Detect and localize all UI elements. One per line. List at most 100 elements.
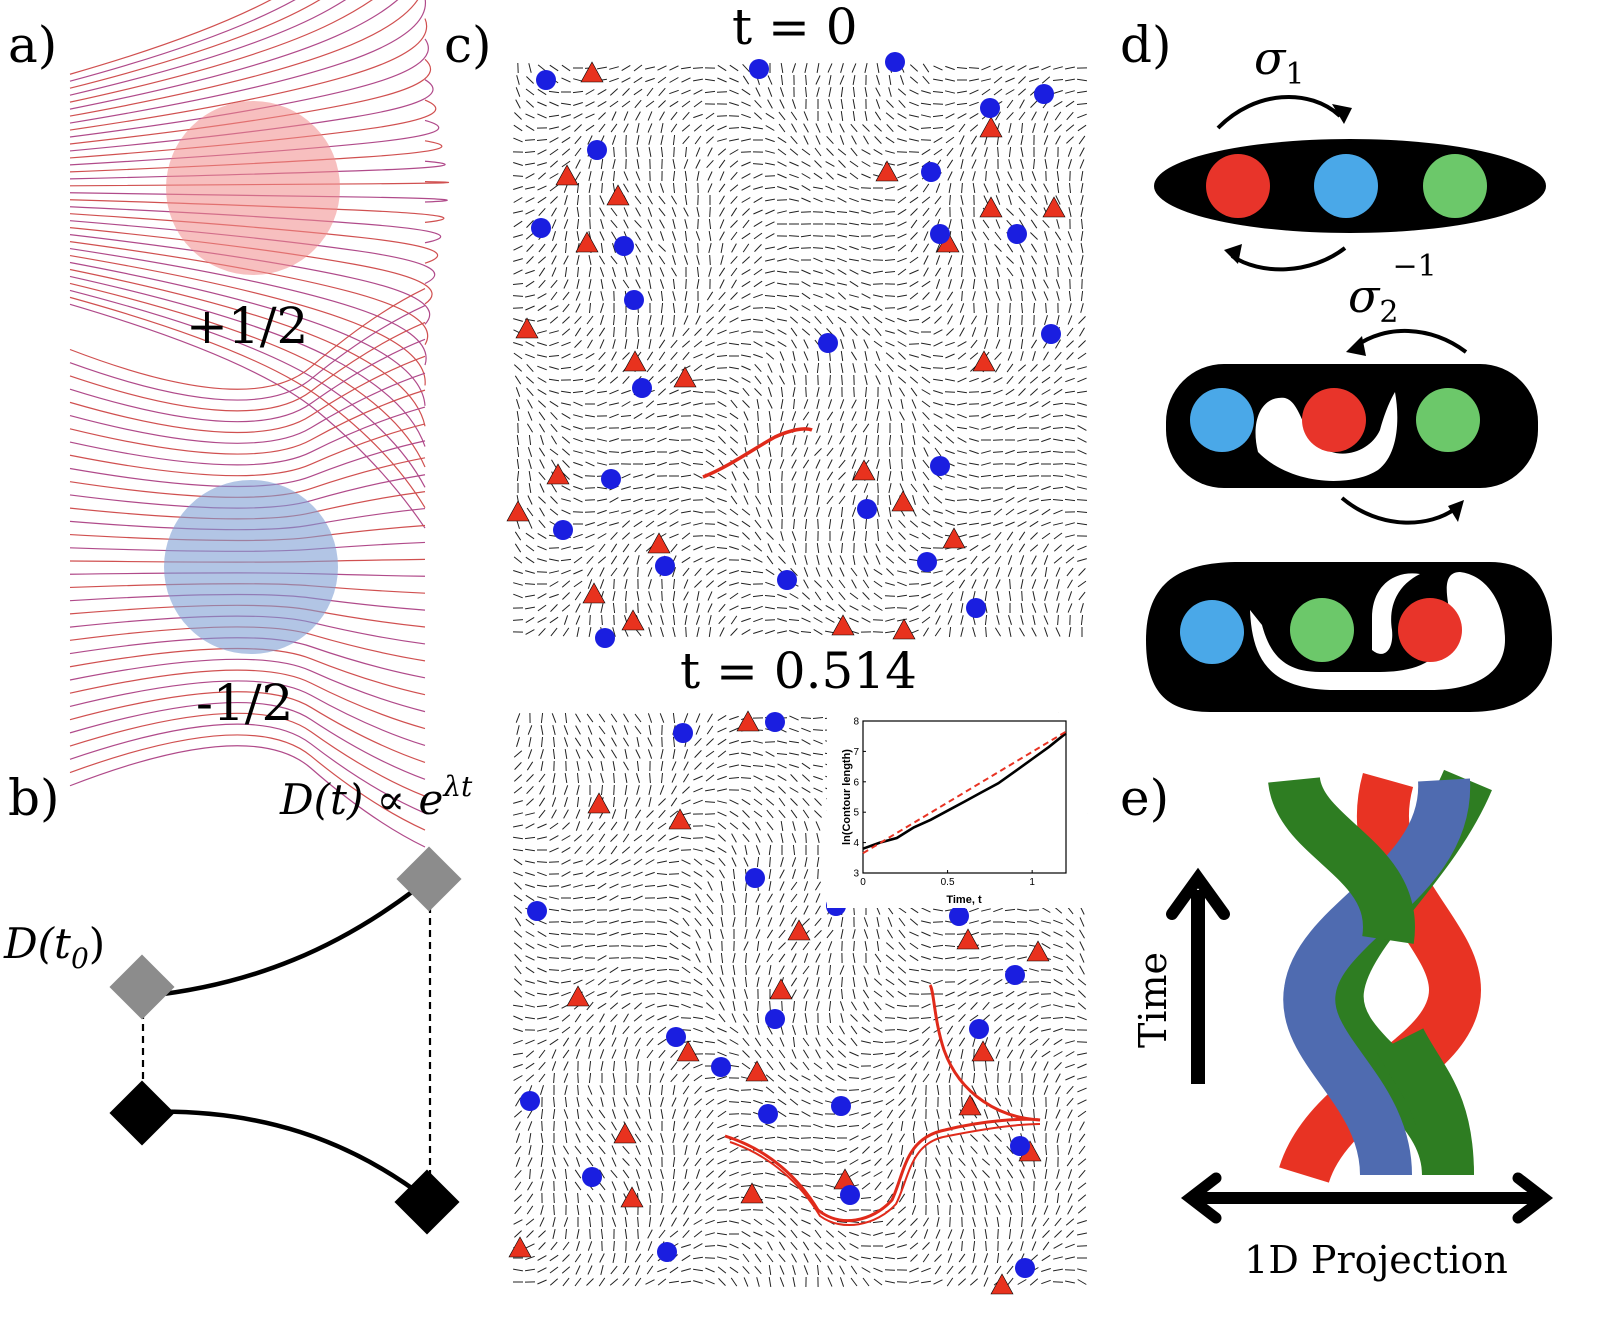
field-line [69, 680, 426, 747]
field-line [69, 304, 426, 401]
field-line [69, 637, 426, 679]
plus-half-defect-marker [676, 1040, 700, 1062]
field-line [69, 38, 429, 138]
plus-half-defect-marker [580, 61, 604, 83]
director-field-lines-top [69, 0, 450, 529]
plus-half-defect-marker [673, 366, 697, 388]
projection-axis-label: 1D Projection [1244, 1238, 1508, 1282]
field-line [69, 355, 426, 434]
minus-half-defect-marker [536, 70, 556, 90]
plus-half-defect-marker [575, 231, 599, 253]
sigma2-inverse-label: σ2−1 [1348, 249, 1437, 330]
plus-half-defect-marker [1042, 196, 1066, 218]
plus-half-defect-marker [623, 350, 647, 372]
plus-half-defect-marker [566, 985, 590, 1007]
plus-half-label: +1/2 [186, 297, 308, 355]
green-puck-stage-1 [1423, 154, 1487, 218]
field-line [69, 275, 426, 447]
field-line [69, 457, 426, 498]
inset-y-tick-label: 6 [853, 777, 859, 788]
inset-x-axis-label: Time, t [946, 894, 982, 906]
field-line [69, 0, 321, 89]
sigma2-arrowhead-bottom [1448, 500, 1464, 522]
plus-half-defect-marker [515, 317, 539, 339]
minus-half-defect-marker [917, 552, 937, 572]
field-line [69, 658, 426, 713]
field-line [69, 423, 426, 477]
minus-half-defect-marker [614, 236, 634, 256]
blue-puck-stage-1 [1314, 154, 1378, 218]
minus-half-defect-marker [885, 52, 905, 72]
material-line-top [702, 427, 813, 479]
minus-half-defect-marker [673, 723, 693, 743]
red-puck-stage-1 [1206, 154, 1270, 218]
braid-strands [1268, 769, 1492, 1185]
field-line [69, 745, 426, 848]
field-line [69, 440, 426, 488]
blue-puck-stage-3 [1180, 600, 1244, 664]
projection-arrow-right-head [1512, 1172, 1554, 1224]
inset-series-black-line [862, 732, 1067, 850]
minus-half-defect-marker [969, 1019, 989, 1039]
plus-half-defect-marker [831, 614, 855, 636]
field-line [69, 372, 426, 444]
disk-stage-3-fold-outer [1250, 572, 1505, 690]
minus-half-defect-marker [758, 1104, 778, 1124]
plus-half-defect-marker [956, 928, 980, 950]
plus-half-defect-marker [668, 808, 692, 830]
inset-y-tick-label: 4 [853, 838, 859, 849]
field-line [69, 282, 426, 468]
sigma1-arrow-bottom [1230, 246, 1347, 272]
field-line [69, 181, 450, 187]
minus-half-defect-marker [527, 901, 547, 921]
time-arrow-head [1166, 867, 1230, 920]
field-line [69, 247, 427, 366]
minus-half-defect-marker [595, 628, 615, 648]
minus-half-defect-marker [601, 469, 621, 489]
field-line [69, 389, 426, 455]
minus-half-defect-marker [765, 1009, 785, 1029]
panel-b-divergence-diagram: D(t) ∝ eλt D(t0) [3, 770, 473, 1235]
field-line [69, 199, 445, 223]
plus-half-defect-marker [979, 116, 1003, 138]
inset-y-tick-label: 7 [853, 747, 859, 758]
minus-half-defect-marker [966, 598, 986, 618]
plus-half-defect-marker [606, 184, 630, 206]
plus-half-defect-marker [582, 582, 606, 604]
plus-half-defect-marker [769, 978, 793, 1000]
field-line [69, 119, 440, 166]
inset-x-tick-label: 0 [860, 877, 866, 888]
minus-half-defect-marker [831, 1096, 851, 1116]
minus-half-defect-marker [655, 556, 675, 576]
plus-half-defect-marker [979, 196, 1003, 218]
plus-half-defect-marker [787, 919, 811, 941]
minus-half-defect-marker [582, 1167, 602, 1187]
inset-y-tick-label: 5 [853, 808, 859, 819]
minus-half-defect-marker [666, 1027, 686, 1047]
field-line [69, 160, 446, 180]
red-puck-stage-3 [1398, 598, 1462, 662]
black-diamond-end [394, 1169, 460, 1235]
minus-half-defect-marker [930, 224, 950, 244]
field-line [69, 58, 432, 145]
panel-label-a: a) [8, 16, 57, 74]
field-line [69, 406, 426, 466]
inset-x-tick-label: 1 [1029, 877, 1035, 888]
field-line [69, 213, 438, 264]
panel-label-b: b) [8, 769, 60, 827]
material-line-bottom [724, 984, 1041, 1223]
defects-bottom [508, 710, 1050, 1295]
field-line [69, 254, 426, 386]
plus-half-defect-marker [942, 527, 966, 549]
plus-half-defect-marker [546, 463, 570, 485]
minus-half-defect-marker [520, 1091, 540, 1111]
plus-half-defect-marker [740, 1182, 764, 1204]
panel-a-plus-half-defect: +1/2 [69, 0, 450, 529]
field-line [69, 0, 419, 117]
minus-half-defect-marker [553, 520, 573, 540]
minus-half-defect-marker [624, 290, 644, 310]
minus-half-defect-marker [745, 868, 765, 888]
plus-half-defect-marker [736, 710, 760, 732]
